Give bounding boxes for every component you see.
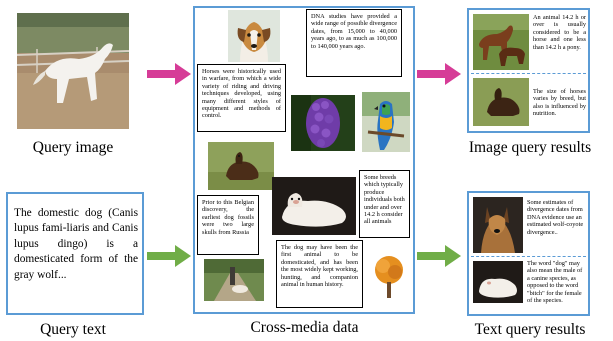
query-image-caption: Query image [32,139,114,156]
query-text-panel: The domestic dog (Canis lupus fami-liari… [6,192,144,315]
parrot-photo [362,92,410,152]
dog-on-path-photo [204,259,264,301]
white-dog-lying-photo [272,177,356,235]
text-results-caption: Text query results [474,321,586,338]
belgian-fossil-text-box: Prior to this Belgian discovery, the ear… [197,195,259,255]
arrow-text-to-data [147,245,191,267]
white-dog-photo [473,261,523,303]
brown-foal-photo [208,142,274,190]
foal-lying-photo [473,78,529,126]
tree-photo [370,252,408,302]
image-result-1-text: An animal 14.2 h or over is usually cons… [533,14,586,51]
text-results-panel: Some estimates of divergence dates from … [467,191,590,316]
image-results-caption: Image query results [468,139,592,156]
text-results-divider [471,256,586,257]
arrow-image-to-data [147,63,191,85]
query-image-white-horse [17,13,129,129]
hyacinth-flower-photo [291,95,355,151]
horses-warfare-text-box: Horses were historically used in warfare… [197,64,286,132]
arrow-data-to-text-results [417,245,461,267]
text-result-1-text: Some estimates of divergence dates from … [527,199,584,236]
text-result-2-text: The word "dog" may also mean the male of… [527,260,583,305]
arrow-data-to-image-results [417,63,461,85]
dog-portrait-photo [228,10,280,62]
image-results-panel: An animal 14.2 h or over is usually cons… [467,8,590,133]
german-shepherd-photo [473,197,523,253]
first-domesticated-text-box: The dog may have been the first animal t… [276,240,363,308]
dna-text-box: DNA studies have provided a wide range o… [306,9,402,77]
image-result-2-text: The size of horses varies by breed, but … [533,88,586,118]
query-text-body: The domestic dog (Canis lupus fami-liari… [14,207,138,281]
horses-grazing-photo [473,14,529,70]
breeds-text-box: Some breeds which typically produce indi… [359,170,410,238]
cross-media-caption: Cross-media data [250,319,359,336]
image-results-divider [471,73,586,74]
query-text-caption: Query text [40,321,106,338]
